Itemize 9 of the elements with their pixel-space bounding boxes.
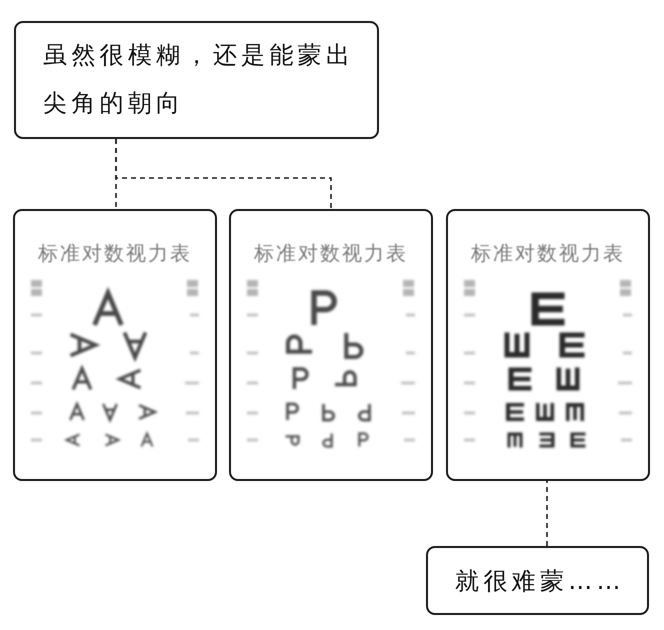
callout-text: 虽然很模糊，还是能蒙出尖角的朝向: [43, 40, 356, 119]
chart-title: 标准对数视力表: [254, 242, 408, 264]
callout-text: 就很难蒙……: [455, 566, 625, 596]
callout-box: [426, 546, 649, 615]
leader-line: [115, 139, 332, 209]
chart-title: 标准对数视力表: [38, 242, 192, 264]
chart-title: 标准对数视力表: [471, 242, 625, 264]
leader-line: [546, 481, 548, 546]
callout-box: [14, 21, 379, 139]
